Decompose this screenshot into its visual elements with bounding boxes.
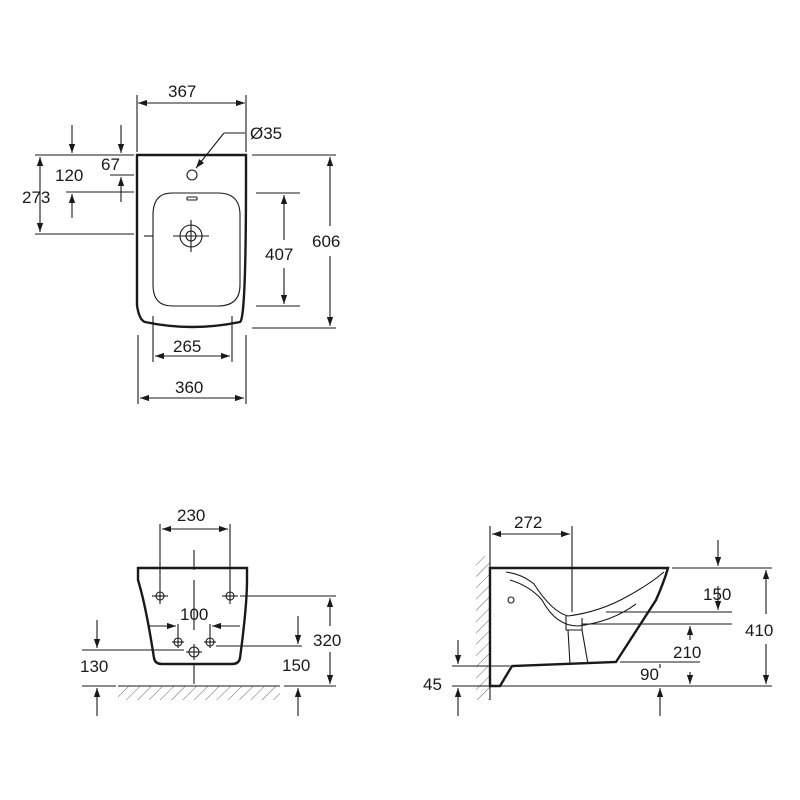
dim-265: 265 (173, 337, 201, 356)
tap-hole (186, 169, 198, 181)
fixing-hole-right (222, 588, 238, 604)
bidet-rear-outline (136, 566, 249, 666)
dim-120: 120 (55, 166, 83, 185)
bowl-section (505, 571, 665, 617)
dim-130: 130 (80, 657, 108, 676)
supply-hole-right (204, 636, 216, 648)
top-view: 367 Ø35 120 67 273 407 606 265 (22, 82, 340, 404)
side-view: 272 150 410 210 90 45 (423, 513, 773, 716)
dim-606: 606 (312, 232, 340, 251)
dim-100: 100 (180, 605, 208, 624)
dim-273: 273 (22, 188, 50, 207)
bidet-side-outline (488, 566, 670, 688)
supply-hole-left (172, 636, 184, 648)
dim-410: 410 (745, 621, 773, 640)
overflow-hole (507, 596, 515, 604)
dim-367: 367 (168, 82, 196, 101)
dim-407: 407 (265, 245, 293, 264)
dim-150-rear: 150 (282, 656, 310, 675)
bowl-outline (152, 192, 241, 307)
dim-67: 67 (101, 155, 120, 174)
dim-45: 45 (423, 675, 442, 694)
wall-hatch (476, 556, 490, 700)
bidet-top-outline (135, 153, 248, 329)
fixing-hole-left (152, 588, 168, 604)
dim-diameter-35: Ø35 (250, 124, 282, 143)
floor-hatch (118, 686, 280, 700)
rear-view: 230 100 320 150 130 (80, 506, 341, 716)
dim-90: 90 (640, 665, 659, 684)
waste-hole (186, 644, 202, 660)
dim-320: 320 (313, 631, 341, 650)
dim-360: 360 (175, 378, 203, 397)
dim-272: 272 (514, 513, 542, 532)
waste-outlet (565, 616, 589, 665)
dim-150-side: 150 (703, 585, 731, 604)
dim-210: 210 (673, 643, 701, 662)
overflow-slot (186, 196, 198, 201)
dim-230: 230 (177, 506, 205, 525)
